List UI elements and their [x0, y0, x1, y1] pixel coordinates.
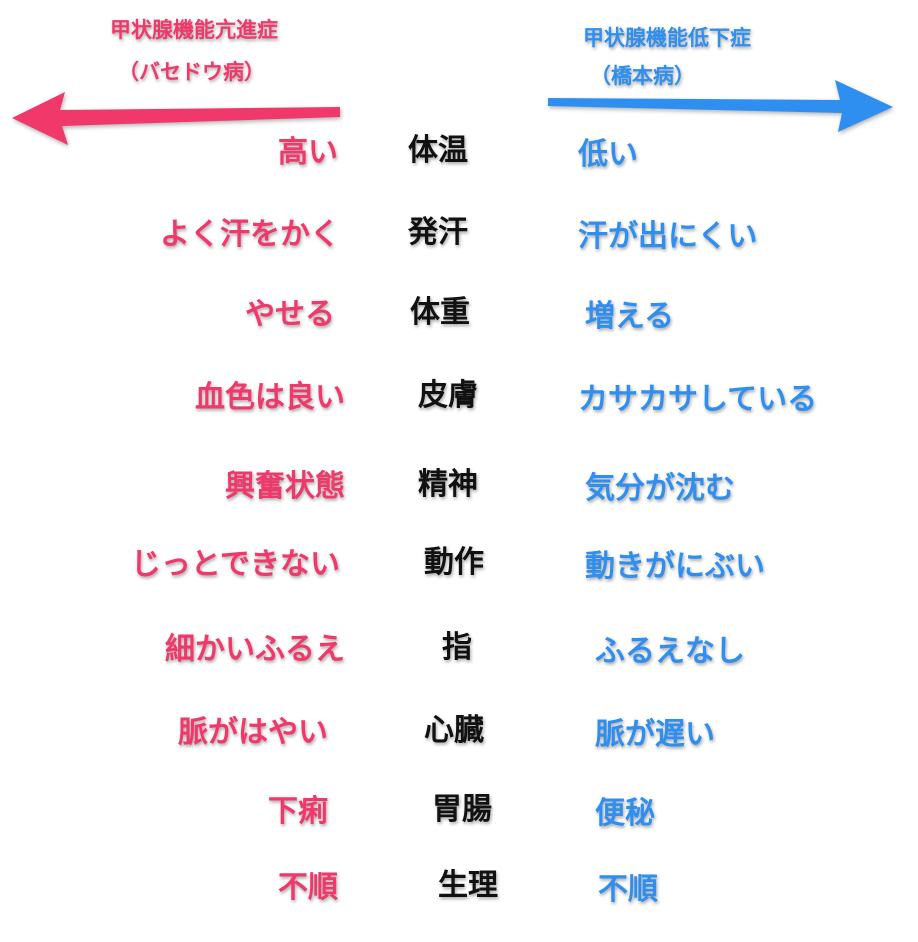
- hyper-symptom: よく汗をかく: [160, 217, 340, 252]
- hyper-symptom: 下痢: [268, 794, 328, 829]
- hypo-symptom: 脈が遅い: [595, 717, 715, 752]
- hypo-symptom: 便秘: [595, 796, 655, 831]
- hypo-symptom: 気分が沈む: [585, 471, 735, 506]
- category-label: 心臓: [424, 713, 484, 748]
- category-label: 発汗: [408, 215, 468, 250]
- hypo-symptom: カサカサしている: [578, 382, 818, 417]
- hypothyroidism-title: 甲状腺機能低下症: [583, 26, 751, 50]
- category-label: 皮膚: [418, 378, 478, 413]
- category-label: 生理: [438, 868, 498, 903]
- hyper-symptom: じっとできない: [130, 547, 340, 582]
- left-arrow-icon: [12, 92, 340, 145]
- hyper-symptom: 血色は良い: [195, 380, 345, 415]
- hyper-symptom: やせる: [245, 297, 335, 332]
- hyperthyroidism-title: 甲状腺機能亢進症: [110, 18, 278, 42]
- hypo-symptom: 汗が出にくい: [578, 219, 758, 254]
- hypo-symptom: 不順: [598, 872, 658, 907]
- hyper-symptom: 興奮状態: [225, 469, 345, 504]
- category-label: 胃腸: [432, 792, 492, 827]
- hypo-symptom: 増える: [585, 299, 675, 334]
- hyper-symptom: 脈がはやい: [178, 715, 328, 750]
- hyperthyroidism-subtitle: （バセドウ病）: [118, 60, 265, 84]
- category-label: 指: [442, 630, 472, 665]
- category-label: 動作: [424, 545, 484, 580]
- hypo-symptom: 低い: [578, 137, 638, 172]
- hyper-symptom: 細かいふるえ: [165, 632, 345, 667]
- category-label: 体温: [408, 133, 468, 168]
- hyper-symptom: 不順: [278, 870, 338, 905]
- right-arrow-icon: [548, 80, 893, 132]
- category-label: 体重: [410, 295, 470, 330]
- hyper-symptom: 高い: [278, 135, 338, 170]
- hypo-symptom: 動きがにぶい: [585, 549, 765, 584]
- hypo-symptom: ふるえなし: [595, 634, 745, 669]
- category-label: 精神: [418, 467, 478, 502]
- hypothyroidism-subtitle: （橋本病）: [590, 64, 695, 88]
